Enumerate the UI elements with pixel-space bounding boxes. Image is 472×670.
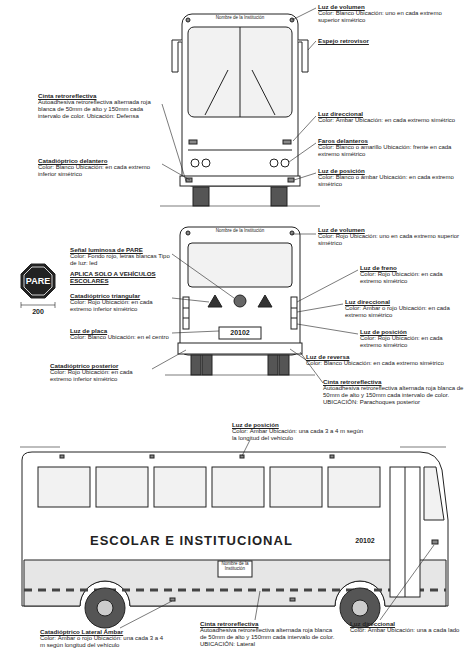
callout-title: Luz de freno — [360, 264, 465, 271]
side-view — [20, 440, 448, 628]
callout-title: Luz direccional — [350, 620, 465, 627]
callout-text: Color: Ámbar o rojo Ubicación: en cada e… — [345, 305, 463, 319]
callout-title: Catadióptrico Lateral Ámbar — [40, 628, 165, 635]
stop-sign-text: PARE — [21, 276, 55, 286]
bus-inscription: ESCOLAR E INSTITUCIONAL — [90, 534, 340, 549]
institution-name: Nombre de la Institución — [200, 229, 280, 234]
callout-text: Autoadhesiva retroreflectiva alternada r… — [323, 385, 465, 406]
callout-text: Color: Blanco Ubicación: en cada extremo… — [38, 164, 160, 178]
callout-title: Luz de reversa — [306, 353, 464, 360]
callout-text: Color: Rojo Ubicación: en cada extremo i… — [70, 299, 170, 313]
callout-text: Color: Blanco Ubicación: en el centro — [70, 334, 170, 341]
note-text: APLICA SOLO A VEHÍCULOS ESCOLARES — [70, 270, 170, 284]
callout-text: Color: Blanco o ámbar Ubicación: en cada… — [318, 174, 463, 188]
front-view — [160, 8, 320, 206]
institution-name: Nombre de la Institución — [200, 16, 280, 21]
callout-title: Luz de placa — [70, 327, 170, 334]
callout-title: Luz direccional — [345, 298, 463, 305]
callout-text: Color: Rojo Ubicación: en cada extremo i… — [50, 369, 150, 383]
dimension: 200 — [21, 308, 55, 316]
callout-title: Luz de posición — [360, 328, 465, 335]
callout-text: Autoadhesiva retroreflectiva alternada r… — [38, 99, 160, 120]
callout-title: Cinta retroreflectiva — [38, 92, 160, 99]
callout-title: Luz de volumen — [318, 226, 463, 233]
unit-number: 20102 — [340, 537, 390, 545]
callout-text: Color: Ámbar o rojo Ubicación: una cada … — [40, 635, 165, 649]
callout-text: Color: Rojo Ubicación: en cada extremo s… — [360, 335, 465, 349]
callout-title: Cinta retroreflectiva — [323, 378, 465, 385]
callout-title: Luz de posición — [232, 421, 367, 428]
callout-title: Catadióptrico posterior — [50, 362, 150, 369]
callout-text: Color: Ámbar Ubicación: en cada extremo … — [318, 117, 463, 124]
plate-number: 20102 — [219, 329, 261, 337]
callout-title: Espejo retrovisor — [318, 37, 458, 44]
callout-title: Luz de posición — [318, 167, 463, 174]
callout-text: Color: Fondo rojo, letras blancas Tipo d… — [70, 253, 170, 267]
callout-title: Catadióptrico delantero — [38, 157, 160, 164]
callout-text: Color: Ámbar Ubicación: una cada 3 a 4 m… — [232, 428, 367, 442]
callout-text: Color: Rojo Ubicación: uno en cada extre… — [318, 233, 463, 247]
callout-title: Faros delanteros — [318, 137, 463, 144]
callout-title: Luz direccional — [318, 110, 463, 117]
callout-title: Cinta retroreflectiva — [200, 620, 340, 627]
callout-text: Color: Ámbar Ubicación: una a cada lado — [350, 627, 465, 634]
callout-text: Color: Rojo Ubicación: en cada extremo s… — [360, 271, 465, 285]
callout-text: Color: Blanco Ubicación: uno en cada ext… — [318, 10, 463, 24]
callout-text: Color: Blanco o amarillo Ubicación: fren… — [318, 144, 463, 158]
callout-title: Catadióptrico triangular — [70, 292, 170, 299]
callout-text: Autoadhesiva retroreflectiva alternada r… — [200, 627, 340, 648]
institution-name: Nombre de la Institución — [218, 562, 252, 571]
callout-text: Color: Blanco Ubicación: en cada extremo… — [306, 360, 464, 367]
callout-title: Señal luminosa de PARE — [70, 246, 170, 253]
callout-title: Luz de volumen — [318, 3, 463, 10]
